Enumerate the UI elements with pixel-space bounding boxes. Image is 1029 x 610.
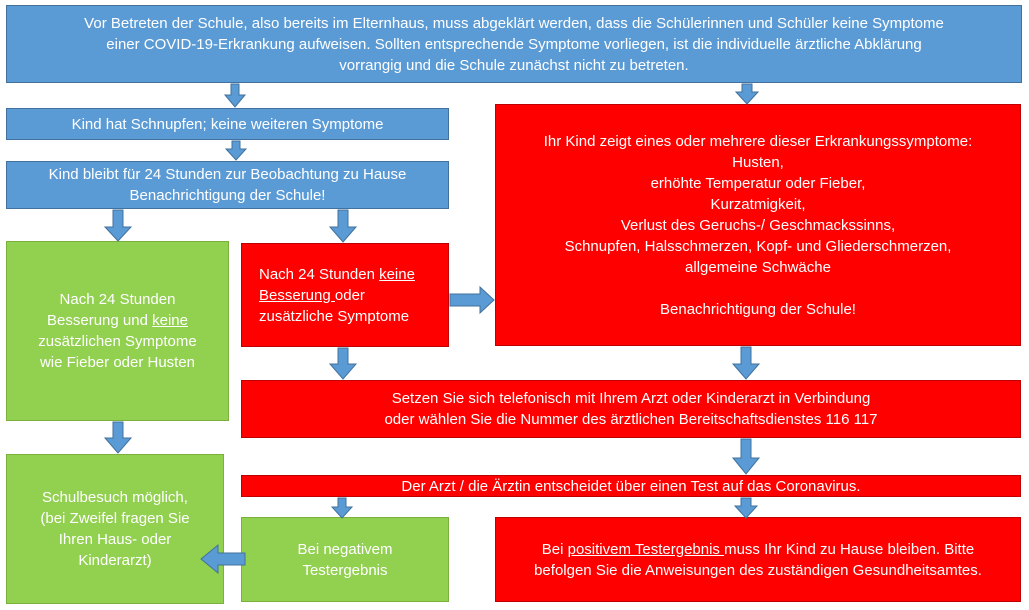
arrow-down-icon <box>731 438 761 475</box>
arrow-down-icon <box>103 209 133 242</box>
symptom-item: allgemeine Schwäche <box>685 258 831 276</box>
school-line-2: (bei Zweifel fragen Sie <box>40 510 190 527</box>
arrow-down-icon <box>731 346 761 380</box>
doctor-contact-line-2: oder wählen Sie die Nummer des ärztliche… <box>384 411 878 428</box>
arrow-down-icon <box>224 140 248 161</box>
school-line-3: Ihren Haus- oder <box>58 531 172 548</box>
intro-box: Vor Betreten der Schule, also bereits im… <box>6 5 1022 83</box>
doctor-contact-line-1: Setzen Sie sich telefonisch mit Ihrem Ar… <box>391 390 871 407</box>
symptoms-box: Ihr Kind zeigt eines oder mehrere dieser… <box>495 104 1021 346</box>
no-improvement-besserung-underlined: Besserung <box>259 286 335 304</box>
symptom-item: Verlust des Geruchs-/ Geschmackssinns, <box>620 216 896 234</box>
improvement-keine-underlined: keine <box>152 312 188 329</box>
stay-home-line-1: Kind bleibt für 24 Stunden zur Beobachtu… <box>48 166 407 183</box>
arrow-down-icon <box>733 497 759 519</box>
positive-line-1: Bei positivem Testergebnis muss Ihr Kind… <box>542 539 974 560</box>
arrow-down-icon <box>223 83 247 108</box>
no-improvement-line-3: zusätzliche Symptome <box>259 307 410 325</box>
no-improvement-box: Nach 24 Stunden keine Besserung oder zus… <box>241 243 449 347</box>
negative-test-box: Bei negativem Testergebnis <box>241 517 449 602</box>
positive-result-underlined: positivem Testergebnis <box>567 540 725 558</box>
improvement-box: Nach 24 Stunden Besserung und keine zusä… <box>6 241 229 421</box>
arrow-down-icon <box>734 83 760 105</box>
runny-nose-box: Kind hat Schnupfen; keine weiteren Sympt… <box>6 108 449 140</box>
intro-line-3: vorrangig und die Schule zunächst nicht … <box>339 56 689 74</box>
arrow-left-icon <box>200 543 246 575</box>
no-improvement-line-1: Nach 24 Stunden keine <box>259 264 415 285</box>
positive-test-box: Bei positivem Testergebnis muss Ihr Kind… <box>495 517 1021 602</box>
symptom-item: erhöhte Temperatur oder Fieber, <box>650 174 866 192</box>
intro-line-1: Vor Betreten der Schule, also bereits im… <box>84 14 944 32</box>
symptoms-notify: Benachrichtigung der Schule! <box>660 300 856 318</box>
arrow-down-icon <box>328 347 358 380</box>
symptom-item: Schnupfen, Halsschmerzen, Kopf- und Glie… <box>564 237 952 255</box>
arrow-down-icon <box>330 497 354 519</box>
improvement-line-2: Besserung und keine <box>47 310 188 331</box>
test-decision-box: Der Arzt / die Ärztin entscheidet über e… <box>241 475 1021 497</box>
test-decision-text: Der Arzt / die Ärztin entscheidet über e… <box>401 477 861 495</box>
no-improvement-line-1-pre: Nach 24 Stunden <box>259 265 380 283</box>
symptom-item: Kurzatmigkeit, <box>710 195 806 213</box>
school-line-1: Schulbesuch möglich, <box>42 489 188 506</box>
positive-line-1-pre: Bei <box>541 540 568 558</box>
stay-home-box: Kind bleibt für 24 Stunden zur Beobachtu… <box>6 161 449 209</box>
arrow-right-icon <box>449 285 495 315</box>
improvement-line-3: zusätzlichen Symptome <box>38 333 197 350</box>
doctor-contact-box: Setzen Sie sich telefonisch mit Ihrem Ar… <box>241 380 1021 438</box>
runny-nose-text: Kind hat Schnupfen; keine weiteren Sympt… <box>71 115 384 133</box>
improvement-line-1: Nach 24 Stunden <box>59 291 176 308</box>
improvement-line-2-pre: Besserung und <box>47 312 153 329</box>
arrow-down-icon <box>103 421 133 454</box>
arrow-down-icon <box>328 209 358 243</box>
positive-line-1-post: muss Ihr Kind zu Hause bleiben. Bitte <box>724 540 975 558</box>
school-line-4: Kinderarzt) <box>78 552 152 569</box>
no-improvement-keine-underlined: keine <box>379 265 415 283</box>
negative-line-2: Testergebnis <box>302 561 388 579</box>
negative-line-1: Bei negativem <box>297 540 393 558</box>
no-improvement-line-2: Besserung oder <box>259 285 365 306</box>
stay-home-line-2: Benachrichtigung der Schule! <box>129 187 326 204</box>
positive-line-2: befolgen Sie die Anweisungen des zuständ… <box>534 561 982 579</box>
school-attendance-box: Schulbesuch möglich, (bei Zweifel fragen… <box>6 454 224 604</box>
intro-line-2: einer COVID-19-Erkrankung aufweisen. Sol… <box>106 35 922 53</box>
no-improvement-line-2-post: oder <box>334 286 365 304</box>
symptom-item: Husten, <box>732 153 784 171</box>
improvement-line-4: wie Fieber oder Husten <box>39 354 196 371</box>
symptoms-intro: Ihr Kind zeigt eines oder mehrere dieser… <box>543 132 973 150</box>
